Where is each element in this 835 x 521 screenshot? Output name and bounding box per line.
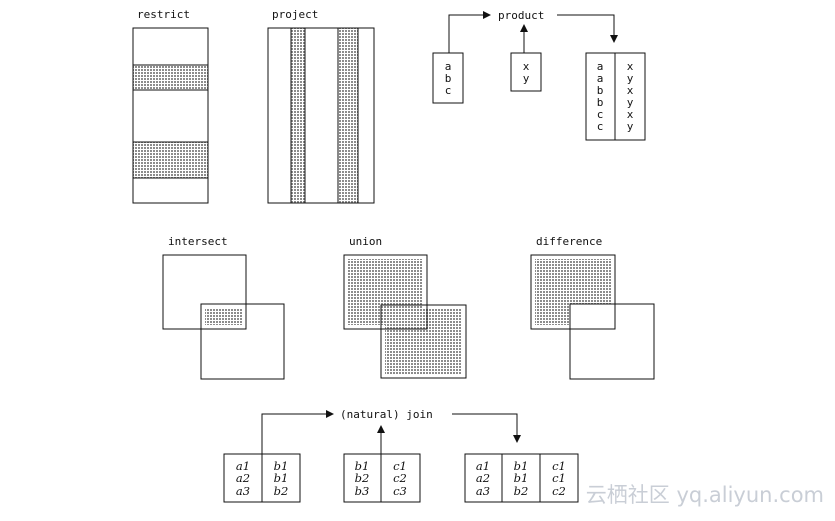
union-set-a <box>343 254 428 330</box>
join-result-table <box>464 453 579 503</box>
join-left-cell: b2 <box>274 484 289 498</box>
difference-diagram: difference <box>530 235 655 380</box>
intersect-set-b <box>200 303 285 380</box>
project-label: project <box>272 8 318 21</box>
union-label: union <box>349 235 382 248</box>
product-result-cell: c <box>597 120 604 133</box>
product-result-cell: a <box>597 60 604 73</box>
join-result-cell: a2 <box>476 471 490 485</box>
join-result-cell: b1 <box>514 459 529 473</box>
union-filled-area <box>348 259 462 374</box>
join-right-table <box>343 453 421 503</box>
product-result-cell: x <box>627 84 634 97</box>
product-right-table <box>510 52 542 92</box>
join-result-cell: a1 <box>476 459 490 473</box>
project-selected-column-1 <box>290 27 306 204</box>
product-left-cell: c <box>445 84 452 97</box>
intersect-overlap-area <box>205 308 242 325</box>
join-right-cell: b3 <box>355 484 370 498</box>
union-set-b <box>380 304 467 379</box>
product-result-cell: x <box>627 60 634 73</box>
union-diagram: union <box>343 235 467 379</box>
watermark-text: 云栖社区 yq.aliyun.com <box>586 483 824 507</box>
project-selected-column-2 <box>337 27 359 204</box>
join-left-cell: a3 <box>236 484 250 498</box>
product-result-cell: b <box>597 96 604 109</box>
product-result-cell: y <box>627 96 634 109</box>
join-result-cell: b1 <box>514 471 529 485</box>
product-left-cell: b <box>445 72 452 85</box>
product-result-cell: y <box>627 120 634 133</box>
product-result-cell: x <box>627 108 634 121</box>
join-label: (natural) join <box>340 408 433 421</box>
join-diagram: (natural) join a1 b1 a2 b1 a3 b2 b1 c1 b… <box>223 408 579 503</box>
difference-set-b <box>569 303 655 380</box>
intersect-label: intersect <box>168 235 228 248</box>
join-left-cell: a1 <box>236 459 250 473</box>
product-label: product <box>498 9 544 22</box>
intersect-set-a <box>162 254 247 330</box>
join-right-cell: c3 <box>393 484 407 498</box>
join-left-cell: b1 <box>274 459 289 473</box>
difference-set-a <box>530 254 616 330</box>
join-left-cell: a2 <box>236 471 250 485</box>
join-right-cell: c2 <box>393 471 407 485</box>
join-left-cell: b1 <box>274 471 289 485</box>
intersect-diagram: intersect <box>162 235 285 380</box>
join-result-cell: c1 <box>552 471 566 485</box>
restrict-selected-row-2 <box>132 141 209 179</box>
product-right-cell: x <box>523 60 530 73</box>
product-result-cell: a <box>597 72 604 85</box>
join-right-cell: b1 <box>355 459 370 473</box>
restrict-diagram: restrict <box>132 8 209 204</box>
join-result-cell: c1 <box>552 459 566 473</box>
restrict-selected-row-1 <box>132 64 209 91</box>
product-left-table <box>432 52 464 104</box>
difference-label: difference <box>536 235 602 248</box>
product-result-cell: c <box>597 108 604 121</box>
join-result-cell: c2 <box>552 484 566 498</box>
join-right-cell: b2 <box>355 471 370 485</box>
product-left-cell: a <box>445 60 452 73</box>
join-right-cell: c1 <box>393 459 407 473</box>
join-result-cell: b2 <box>514 484 529 498</box>
product-result-cell: y <box>627 72 634 85</box>
product-diagram: product a b c x y a x a y b x b y c x c … <box>432 9 646 141</box>
product-right-cell: y <box>523 72 530 85</box>
product-result-cell: b <box>597 84 604 97</box>
join-result-cell: a3 <box>476 484 490 498</box>
project-diagram: project <box>267 8 375 204</box>
difference-filled-area <box>535 259 611 325</box>
restrict-label: restrict <box>137 8 190 21</box>
